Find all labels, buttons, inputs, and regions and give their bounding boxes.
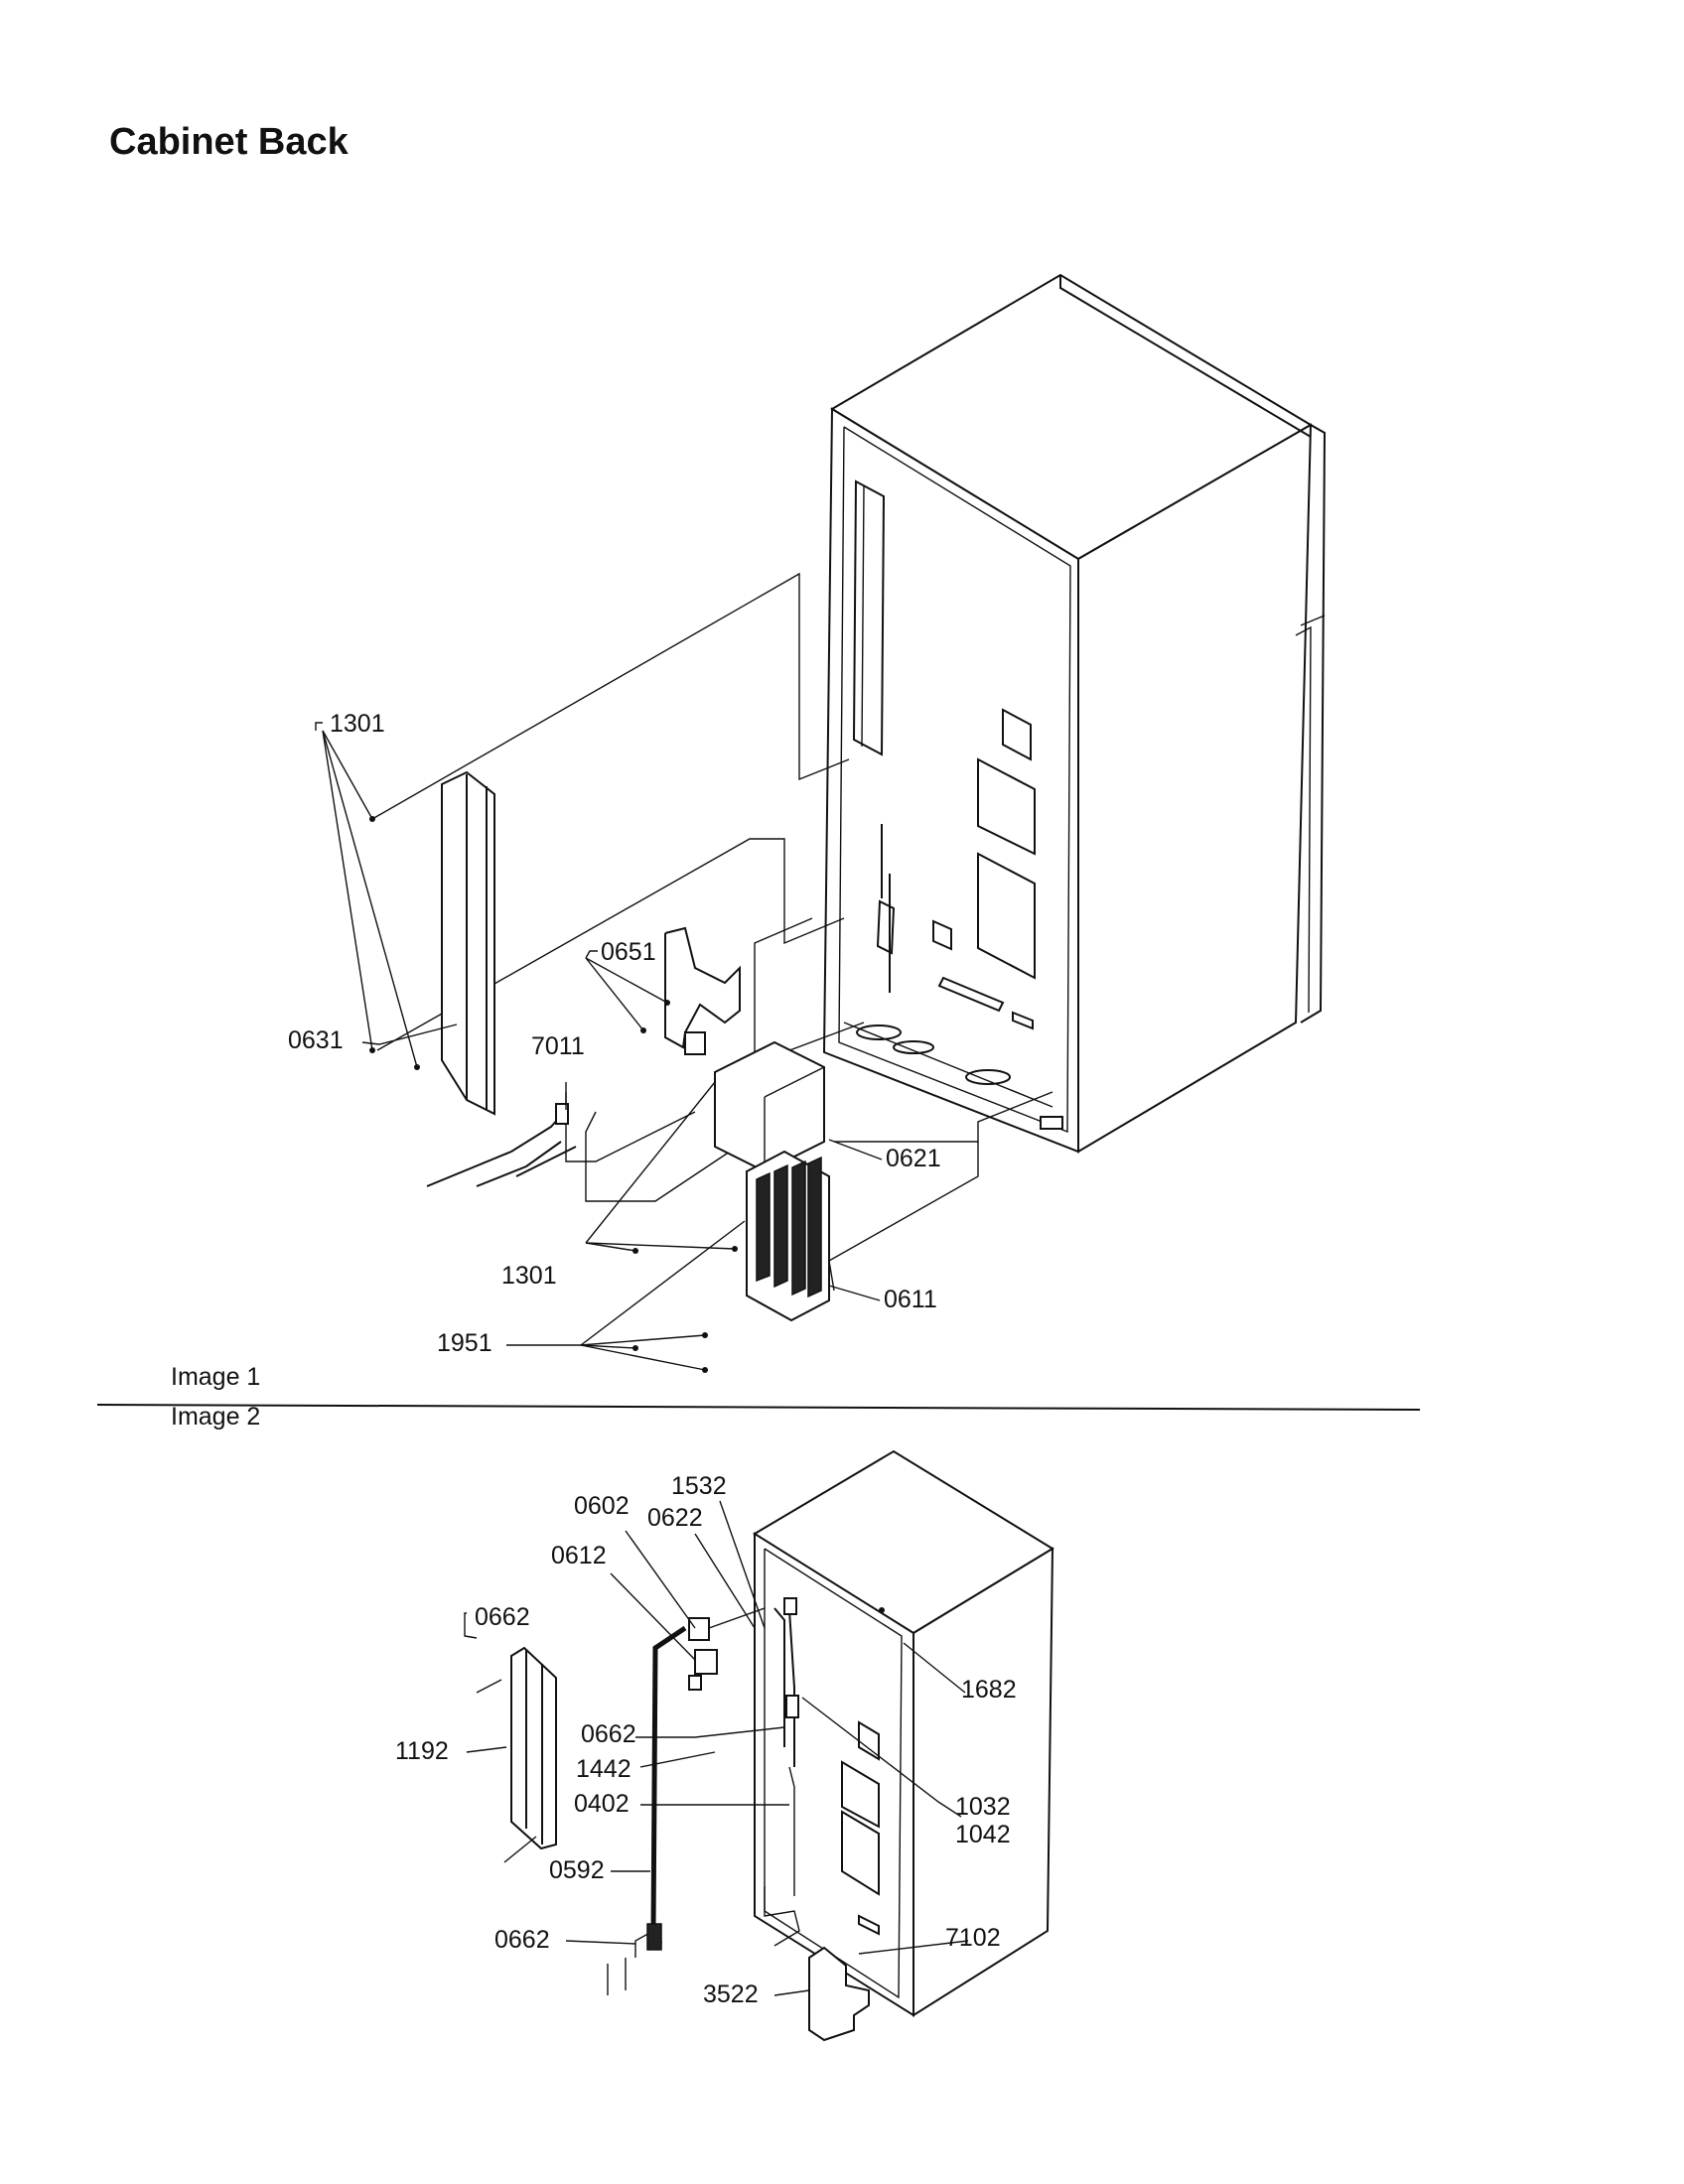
- part-0662-clip: [607, 1958, 627, 1995]
- label-1032: 1032: [955, 1793, 1011, 1821]
- label-0592: 0592: [549, 1856, 605, 1884]
- image-divider: [96, 1404, 1421, 1411]
- label-7011: 7011: [531, 1032, 585, 1060]
- label-0602: 0602: [574, 1492, 630, 1520]
- label-1301-top: 1301: [330, 710, 385, 738]
- label-0621: 0621: [886, 1145, 941, 1172]
- part-7011-power-cord: [426, 1103, 577, 1187]
- label-1682: 1682: [961, 1676, 1017, 1704]
- image-1-label-leaders: [315, 722, 883, 1371]
- part-0631-side-panel: [441, 770, 495, 1116]
- label-3522: 3522: [703, 1980, 759, 2008]
- label-0622: 0622: [647, 1504, 703, 1532]
- part-0651-bracket: [664, 926, 741, 1055]
- label-1042: 1042: [955, 1821, 1011, 1848]
- label-0402: 0402: [574, 1790, 630, 1818]
- label-0611: 0611: [884, 1286, 937, 1313]
- part-0592-tube: [634, 1625, 687, 1958]
- label-1951: 1951: [437, 1329, 492, 1357]
- part-3522-bracket: [808, 1946, 870, 2042]
- label-1192: 1192: [395, 1737, 449, 1765]
- label-1301-bottom: 1301: [501, 1262, 557, 1290]
- label-0662-mid: 0662: [581, 1720, 636, 1748]
- label-0651: 0651: [601, 938, 656, 966]
- label-0662-bottom: 0662: [494, 1926, 550, 1954]
- refrigerator-cabinet: [822, 273, 1327, 1154]
- label-1442: 1442: [576, 1755, 632, 1783]
- image-1-caption: Image 1: [171, 1363, 261, 1391]
- image-2-label-leaders: [464, 1500, 969, 1996]
- image-2-caption: Image 2: [171, 1403, 261, 1431]
- part-1192-side-panel: [476, 1646, 557, 1863]
- label-0662-top: 0662: [475, 1603, 530, 1631]
- label-0631: 0631: [288, 1026, 344, 1054]
- page-title: Cabinet Back: [109, 121, 349, 163]
- label-0612: 0612: [551, 1542, 607, 1570]
- part-0621-cover: [714, 1040, 825, 1173]
- refrigerator-cabinet-2: [753, 1449, 1054, 2017]
- part-0611-grille: [746, 1150, 830, 1322]
- label-7102: 7102: [945, 1924, 1001, 1952]
- image-1-diagram: 1301 0631 0651 7011 0621 1301 0611 1951: [288, 273, 1327, 1373]
- image-2-diagram: 0602 1532 0622 0612 0662 1192 0662 1442 …: [395, 1449, 1054, 2042]
- label-1532: 1532: [671, 1472, 727, 1500]
- part-0602-0612-fittings: [688, 1607, 766, 1691]
